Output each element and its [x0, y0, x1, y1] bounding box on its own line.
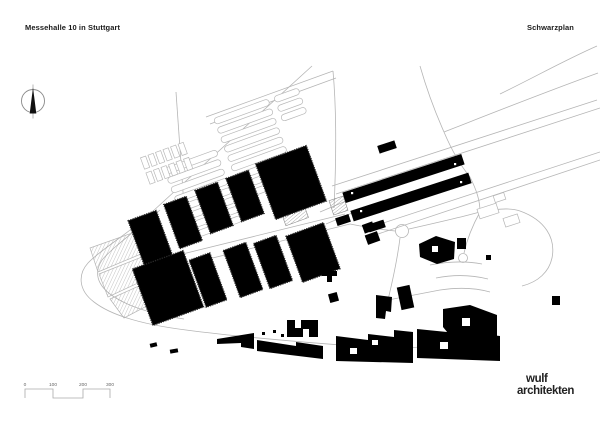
scale-label-200: 200	[79, 382, 87, 388]
wulf-architekten-logo: wulf architekten	[517, 373, 574, 397]
parking-garage-bars	[335, 140, 472, 233]
scale-label-0: 0	[24, 382, 27, 388]
outlined-buildings	[476, 192, 521, 228]
scale-bar: 0 100 200 300	[24, 382, 114, 399]
north-arrow-icon	[21, 84, 45, 119]
logo-line2: architekten	[517, 384, 574, 397]
scale-label-100: 100	[49, 382, 57, 388]
exhibition-halls	[127, 144, 342, 327]
logo-line1: wulf	[526, 373, 548, 385]
scale-label-300: 300	[106, 382, 114, 388]
sheet-title: Messehalle 10 in Stuttgart	[25, 23, 121, 32]
plan-type-label: Schwarzplan	[527, 23, 574, 32]
town-buildings	[149, 221, 560, 363]
